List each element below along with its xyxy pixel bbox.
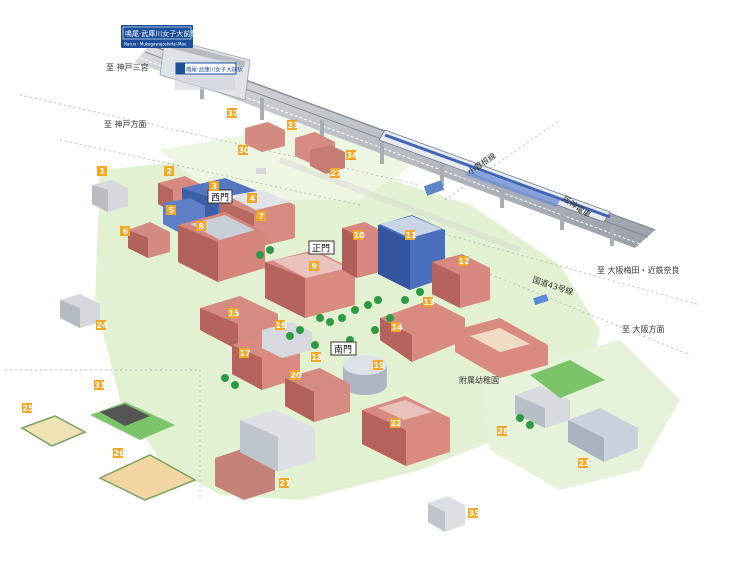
building-24 <box>60 294 100 328</box>
tag-18: 18 <box>312 353 324 362</box>
sports-area-boundary <box>5 369 201 500</box>
tag-28: 28 <box>498 427 510 436</box>
tag-10: 10 <box>354 231 366 240</box>
tag-16: 16 <box>276 321 288 330</box>
tag-30: 30 <box>239 146 251 155</box>
building-11 <box>378 215 445 290</box>
main-gate <box>308 240 335 255</box>
diagonal-road <box>278 157 522 253</box>
tag-13: 13 <box>424 298 435 307</box>
road-kobe-lower <box>59 139 361 206</box>
sports-field-right <box>530 360 605 398</box>
car <box>533 294 549 306</box>
direction-kobe-sannomiya: 至 神戸三宮 <box>106 62 149 72</box>
tag-15: 15 <box>229 309 241 318</box>
direction-osaka: 至 大阪方面 <box>622 324 665 334</box>
building-10 <box>342 222 380 278</box>
building-23 <box>568 408 638 462</box>
building-tags <box>22 108 588 518</box>
south-gate-label: 南門 <box>334 344 352 356</box>
tag-6: 6 <box>123 227 129 236</box>
tag-19: 19 <box>374 361 386 370</box>
building-12 <box>432 254 490 308</box>
tag-20: 20 <box>291 371 303 380</box>
station-sign <box>121 25 193 48</box>
tag-33: 33 <box>288 121 299 130</box>
lower-right-grass <box>480 340 680 490</box>
main-gate-label: 正門 <box>312 244 330 255</box>
building-22 <box>362 396 450 466</box>
train <box>378 129 611 223</box>
tag-34: 34 <box>347 151 359 160</box>
road-kobe-upper <box>19 94 421 186</box>
direction-kobe: 至 神戸方面 <box>104 119 147 129</box>
tag-2: 2 <box>167 167 173 176</box>
building-21 <box>215 410 315 500</box>
building-20 <box>285 368 350 422</box>
tag-24: 24 <box>97 321 109 330</box>
tag-22: 22 <box>391 419 402 428</box>
building-30-33 <box>245 122 345 174</box>
tennis-court-31 <box>90 402 175 440</box>
building-13 <box>380 300 465 362</box>
station-sign-name: 鳴尾·武庫川女子大前駅 <box>125 29 197 38</box>
building-35 <box>428 496 465 532</box>
tag-11: 11 <box>406 231 418 240</box>
tag-9: 9 <box>312 262 318 271</box>
tag-4: 4 <box>250 194 256 203</box>
tag-5: 5 <box>169 206 175 215</box>
building-6 <box>128 222 170 258</box>
track-26 <box>98 454 197 501</box>
kindergarten-label: 附属幼稚園 <box>459 375 499 385</box>
direction-osaka-umeda: 至 大阪梅田・近鉄奈良 <box>597 265 680 275</box>
tag-17: 17 <box>240 349 251 358</box>
tag-3: 3 <box>212 182 218 191</box>
tag-21: 21 <box>280 479 292 488</box>
building-28 <box>515 386 570 428</box>
platform-sign <box>175 62 237 75</box>
tag-31: 31 <box>95 381 107 390</box>
trees <box>221 246 534 429</box>
south-gate <box>330 341 357 356</box>
tag-8: 8 <box>199 222 205 231</box>
tag-14: 14 <box>392 323 404 332</box>
tag-7: 7 <box>259 212 265 221</box>
building-tag-numbers: 1 2 3 4 5 6 7 8 9 10 11 12 13 14 15 16 1… <box>23 109 590 518</box>
tag-1: 1 <box>100 167 106 176</box>
tag-32: 32 <box>228 109 239 118</box>
tag-25: 25 <box>23 404 35 413</box>
tag-26: 26 <box>114 449 126 458</box>
court-29 <box>20 415 87 447</box>
building-15 <box>200 296 278 350</box>
tag-23: 23 <box>579 459 590 468</box>
kindergarten-building <box>455 318 548 378</box>
tag-35: 35 <box>469 509 481 518</box>
west-gate-label: 西門 <box>211 193 229 204</box>
car-small <box>256 168 266 174</box>
building-1 <box>92 180 128 212</box>
kosoneline-road <box>444 119 561 201</box>
tag-27: 27 <box>331 169 342 178</box>
bus <box>423 180 445 196</box>
tag-12: 12 <box>459 257 470 266</box>
platform-sign-text: 鳴尾·武庫川女子大前駅 <box>186 66 243 74</box>
west-gate <box>207 189 233 204</box>
route43-upper <box>429 229 701 306</box>
station-sign-romaji: Naruo · Mukogawajoshidai-Mae <box>124 42 187 47</box>
